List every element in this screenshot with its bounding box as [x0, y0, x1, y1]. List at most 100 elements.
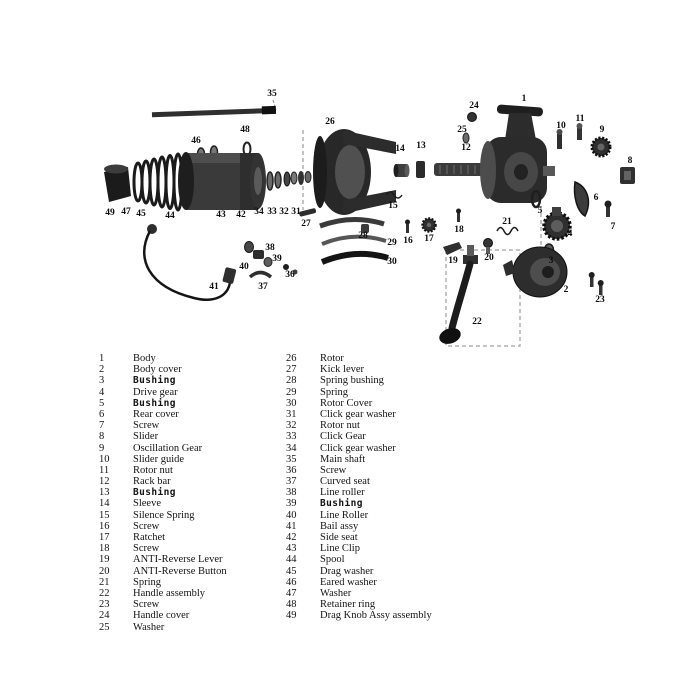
part-body — [480, 104, 555, 203]
part-number: 17 — [99, 532, 110, 543]
part-number: 4 — [99, 386, 105, 398]
part-rotor — [313, 129, 396, 215]
part-name: Washer — [133, 621, 165, 633]
parts-list-row: 33 Click Gear — [286, 431, 526, 442]
part-number: 34 — [286, 442, 297, 454]
part-name: Body cover — [133, 364, 182, 376]
part-ratchet — [421, 217, 437, 233]
parts-list-row: 11 Rotor nut — [99, 465, 284, 476]
part-screws-36 — [283, 264, 298, 275]
part-number: 44 — [286, 554, 297, 566]
part-number: 12 — [99, 476, 110, 488]
part-number: 2 — [99, 364, 105, 376]
part-number: 41 — [286, 520, 297, 532]
part-curved-seat — [319, 216, 385, 229]
part-name: Screw — [133, 520, 160, 532]
part-name: Spool — [320, 554, 345, 566]
part-name: Eared washer — [320, 576, 377, 588]
part-number: 48 — [286, 599, 297, 611]
part-number: 40 — [286, 509, 297, 521]
part-drag-washer-stack — [132, 152, 184, 212]
part-name: Drag Knob Assy assembly — [320, 610, 432, 622]
part-number: 43 — [286, 543, 297, 555]
part-number: 16 — [99, 520, 110, 532]
parts-list-row: 28 Spring bushing — [286, 375, 526, 386]
part-screws-23 — [588, 272, 604, 295]
part-number: 21 — [99, 576, 110, 588]
part-line-clip — [274, 171, 282, 189]
part-name: Spring bushing — [320, 375, 384, 387]
part-name: Click gear washer — [320, 408, 396, 420]
part-line-roller-set — [244, 241, 273, 267]
part-name: Handle assembly — [133, 587, 206, 599]
part-spring-bushing — [361, 224, 369, 233]
part-number: 14 — [99, 498, 110, 510]
part-number: 27 — [286, 364, 297, 376]
part-name: Drag washer — [320, 565, 374, 577]
part-number: 28 — [286, 375, 297, 387]
part-name: Bushing — [133, 487, 176, 499]
part-number: 46 — [286, 576, 297, 588]
part-number: 36 — [286, 464, 297, 476]
part-number: 24 — [99, 610, 110, 622]
part-name: Rotor nut — [320, 420, 360, 432]
part-number: 11 — [99, 464, 110, 476]
part-name: Bushing — [133, 375, 176, 387]
exploded-diagram — [104, 99, 635, 347]
part-body-cover — [503, 246, 568, 298]
part-number: 49 — [286, 610, 297, 622]
part-name: Screw — [133, 420, 160, 432]
part-slider — [620, 167, 635, 184]
part-name: Screw — [320, 464, 347, 476]
dashed-guides — [272, 99, 542, 347]
part-name: Washer — [320, 587, 352, 599]
part-name: Spring — [320, 386, 349, 398]
part-number: 33 — [286, 431, 297, 443]
part-drag-knob — [104, 164, 131, 202]
parts-list-row: 32 Rotor nut — [286, 420, 526, 431]
part-number: 37 — [286, 476, 297, 488]
part-name: Oscillation Gear — [133, 442, 203, 454]
part-name: Rotor nut — [133, 464, 173, 476]
part-rotor-cover — [320, 250, 389, 265]
part-name: ANTI-Reverse Lever — [133, 554, 223, 566]
part-number: 7 — [99, 420, 105, 432]
part-number: 32 — [286, 420, 297, 432]
part-name: Click gear washer — [320, 442, 396, 454]
part-bushing-13 — [416, 161, 425, 178]
part-spring-21 — [496, 226, 519, 236]
part-name: Rear cover — [133, 408, 179, 420]
parts-list-row: 44 Spool — [286, 554, 526, 565]
part-number: 5 — [99, 397, 105, 409]
part-number: 23 — [99, 599, 110, 611]
part-name: Click Gear — [320, 431, 366, 443]
part-name: Main shaft — [320, 453, 366, 465]
part-kick-lever — [299, 208, 317, 217]
part-handle — [439, 245, 478, 344]
part-handle-cover — [467, 112, 477, 122]
part-number: 35 — [286, 453, 297, 465]
part-curved-seat-small — [248, 270, 273, 279]
